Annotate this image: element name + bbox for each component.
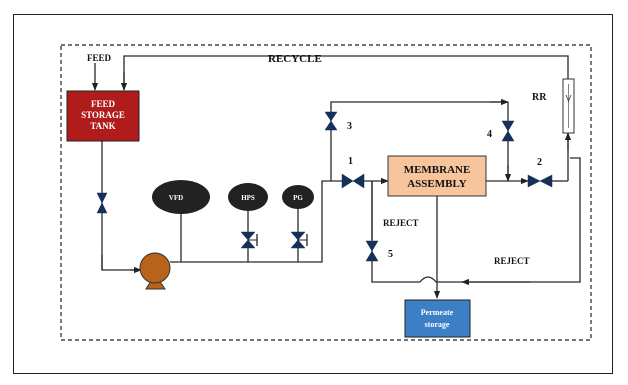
- valve-3-label: 3: [347, 121, 352, 132]
- rotameter-icon: [562, 78, 575, 134]
- tank-to-pump-line: [101, 140, 140, 271]
- valve-4-icon: [501, 120, 515, 142]
- rr-label: RR: [532, 92, 547, 103]
- valve-1-label: 1: [348, 156, 353, 167]
- vfd-instrument: [152, 180, 210, 214]
- valve-4-label: 4: [487, 129, 492, 140]
- vfd-label: VFD: [169, 194, 183, 202]
- feed-tank-label-3: TANK: [90, 121, 115, 131]
- feed-tank-label-2: STORAGE: [81, 110, 125, 120]
- pg-valve-icon: [290, 231, 308, 249]
- pump-discharge-line: [170, 180, 342, 263]
- membrane-label-2: ASSEMBLY: [407, 178, 467, 190]
- hps-instrument: [228, 183, 268, 211]
- valve-5-label: 5: [388, 249, 393, 260]
- reject-right-label: REJECT: [494, 256, 530, 266]
- membrane-label-1: MEMBRANE: [404, 164, 471, 176]
- valve-3-icon: [324, 111, 338, 131]
- feed-tank-label-1: FEED: [91, 99, 116, 109]
- hps-label: HPS: [241, 194, 255, 202]
- recycle-label: RECYCLE: [268, 53, 322, 65]
- recycle-line: [123, 55, 569, 90]
- pg-instrument: [282, 185, 314, 209]
- permeate-label-2: storage: [425, 320, 450, 329]
- permeate-storage: [404, 299, 471, 338]
- pump-icon: [139, 252, 171, 290]
- valve-5-icon: [365, 240, 379, 262]
- valve-2-label: 2: [537, 157, 542, 168]
- system-boundary: [60, 44, 592, 341]
- permeate-label-1: Permeate: [421, 308, 454, 317]
- reject-left-label: REJECT: [383, 218, 419, 228]
- hps-valve-icon: [240, 231, 258, 249]
- feed-label: FEED: [87, 53, 112, 63]
- tank-outlet-valve-icon: [96, 192, 108, 214]
- pg-label: PG: [293, 194, 303, 202]
- valve-1-icon: [341, 173, 365, 189]
- valve-2-icon: [527, 174, 553, 188]
- membrane-assembly: [387, 155, 487, 197]
- feed-storage-tank: [66, 90, 140, 142]
